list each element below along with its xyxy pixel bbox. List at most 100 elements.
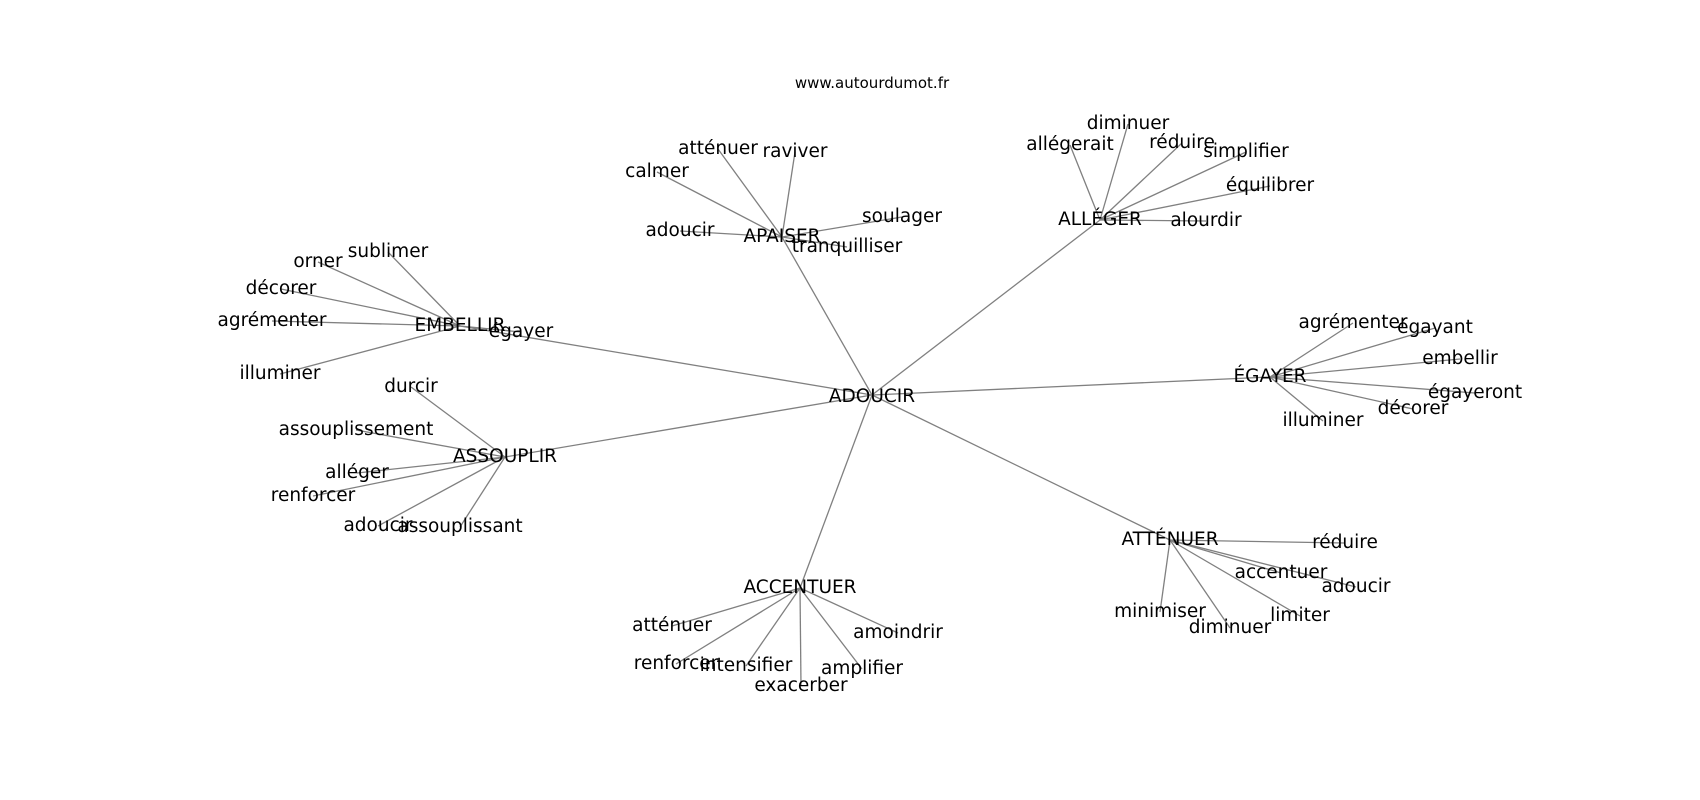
edge-attenuer-accentuer	[1169, 539, 1282, 574]
leaf-node-orner[interactable]: orner	[293, 251, 343, 272]
leaf-node-renforcer[interactable]: renforcer	[634, 653, 719, 674]
edge-egayer-embellir	[1269, 358, 1461, 378]
leaf-node-durcir[interactable]: durcir	[384, 376, 438, 397]
leaf-node-diminuer[interactable]: diminuer	[1087, 113, 1170, 134]
leaf-node-alourdir[interactable]: alourdir	[1170, 210, 1242, 231]
edge-egayer-egayant	[1269, 327, 1436, 378]
edge-center-assouplir	[504, 394, 873, 458]
hub-node-assouplir[interactable]: ASSOUPLIR	[453, 446, 557, 467]
leaf-node-amplifier[interactable]: amplifier	[821, 658, 903, 679]
edge-assouplir-alleger	[356, 456, 506, 474]
leaf-node-decorer[interactable]: décorer	[246, 278, 317, 299]
leaf-node-alleger[interactable]: alléger	[325, 462, 389, 483]
edge-center-accentuer	[799, 394, 873, 589]
graph-labels: www.autourdumot.fr ADOUCIR APAISER atténu…	[217, 74, 1522, 696]
leaf-node-agrementer[interactable]: agrémenter	[217, 310, 326, 331]
edge-alleger-allegerait	[1069, 144, 1101, 221]
leaf-node-adoucir[interactable]: adoucir	[1321, 576, 1390, 597]
edge-assouplir-assouplissement	[355, 429, 506, 458]
edge-assouplir-renforcer	[312, 456, 506, 497]
edge-accentuer-intensifier	[745, 587, 801, 667]
leaf-node-sublimer[interactable]: sublimer	[348, 241, 429, 262]
edge-embellir-decorer	[280, 288, 461, 327]
leaf-node-calmer[interactable]: calmer	[625, 161, 689, 182]
leaf-node-reduire[interactable]: réduire	[1312, 532, 1378, 553]
leaf-node-decorer[interactable]: décorer	[1378, 398, 1449, 419]
leaf-node-amoindrir[interactable]: amoindrir	[853, 622, 943, 643]
leaf-node-limiter[interactable]: limiter	[1270, 605, 1330, 626]
leaf-node-equilibrer[interactable]: équilibrer	[1226, 175, 1315, 196]
edge-egayer-decorer	[1269, 376, 1414, 410]
edge-center-alleger	[871, 219, 1101, 396]
hub-node-attenuer[interactable]: ATTÉNUER	[1121, 528, 1218, 550]
edge-attenuer-adoucir	[1169, 539, 1357, 588]
edge-attenuer-limiter	[1169, 539, 1301, 617]
leaf-node-intensifier[interactable]: intensifier	[700, 655, 793, 676]
leaf-node-attenuer[interactable]: atténuer	[678, 138, 758, 159]
leaf-node-tranquilliser[interactable]: tranquilliser	[792, 236, 903, 257]
hub-node-egayer[interactable]: ÉGAYER	[1233, 365, 1306, 387]
center-word-node[interactable]: ADOUCIR	[829, 386, 915, 407]
edge-accentuer-attenuer	[671, 587, 801, 627]
edge-alleger-equilibrer	[1099, 185, 1271, 221]
leaf-node-egayant[interactable]: égayant	[1397, 317, 1473, 338]
leaf-node-egayer[interactable]: égayer	[489, 321, 554, 342]
edge-embellir-illuminer	[279, 325, 461, 375]
leaf-node-embellir[interactable]: embellir	[1422, 348, 1498, 369]
edge-center-embellir	[459, 325, 873, 396]
leaf-node-diminuer[interactable]: diminuer	[1189, 617, 1272, 638]
graph-edges	[271, 123, 1476, 687]
leaf-node-minimiser[interactable]: minimiser	[1114, 601, 1206, 622]
leaf-node-illuminer[interactable]: illuminer	[1282, 410, 1363, 431]
edge-egayer-agrementer	[1269, 322, 1354, 378]
hub-node-apaiser[interactable]: APAISER	[743, 226, 820, 247]
leaf-node-reduire[interactable]: réduire	[1149, 132, 1215, 153]
hub-node-embellir[interactable]: EMBELLIR	[415, 315, 506, 336]
site-watermark[interactable]: www.autourdumot.fr	[795, 74, 950, 92]
edge-assouplir-durcir	[410, 386, 506, 458]
edge-accentuer-renforcer	[675, 587, 801, 665]
leaf-node-soulager[interactable]: soulager	[862, 206, 942, 227]
leaf-node-adoucir[interactable]: adoucir	[343, 515, 412, 536]
edge-embellir-sublimer	[387, 251, 461, 327]
edge-attenuer-reduire	[1169, 539, 1346, 544]
edge-center-attenuer	[871, 394, 1171, 541]
edge-center-apaiser	[781, 236, 873, 396]
leaf-node-agrementer[interactable]: agrémenter	[1298, 312, 1407, 333]
edge-apaiser-calmer	[656, 171, 783, 238]
edge-embellir-egayer	[459, 325, 522, 333]
edge-alleger-simplifier	[1099, 151, 1247, 221]
edge-egayer-illuminer	[1269, 376, 1324, 422]
leaf-node-assouplissement[interactable]: assouplissement	[279, 419, 434, 440]
edge-apaiser-tranquilliser	[781, 236, 848, 248]
hub-node-accentuer[interactable]: ACCENTUER	[743, 577, 856, 598]
hub-node-alleger[interactable]: ALLÉGER	[1058, 208, 1142, 230]
edge-assouplir-adoucir	[377, 456, 506, 527]
edge-alleger-diminuer	[1099, 123, 1129, 221]
edge-assouplir-assouplissant	[459, 456, 506, 528]
edge-apaiser-soulager	[781, 216, 903, 238]
edge-accentuer-exacerber	[799, 587, 802, 687]
leaf-node-assouplissant[interactable]: assouplissant	[397, 516, 522, 537]
edge-accentuer-amplifier	[799, 587, 863, 670]
edge-apaiser-attenuer	[717, 148, 783, 238]
leaf-node-accentuer[interactable]: accentuer	[1235, 562, 1328, 583]
leaf-node-allegerait[interactable]: allégerait	[1026, 134, 1113, 155]
leaf-node-exacerber[interactable]: exacerber	[754, 675, 848, 696]
leaf-node-renforcer[interactable]: renforcer	[271, 485, 356, 506]
leaf-node-adoucir[interactable]: adoucir	[645, 220, 714, 241]
edge-alleger-reduire	[1099, 142, 1183, 221]
leaf-node-simplifier[interactable]: simplifier	[1203, 141, 1289, 162]
edge-attenuer-minimiser	[1159, 539, 1171, 613]
leaf-node-egayeront[interactable]: égayeront	[1428, 382, 1522, 403]
edge-alleger-alourdir	[1099, 219, 1207, 222]
edge-apaiser-adoucir	[679, 230, 783, 238]
edge-embellir-agrementer	[271, 320, 461, 327]
edge-embellir-orner	[317, 261, 461, 327]
edge-attenuer-diminuer	[1169, 539, 1231, 629]
leaf-node-illuminer[interactable]: illuminer	[239, 363, 320, 384]
edge-egayer-egayeront	[1269, 376, 1476, 394]
leaf-node-attenuer[interactable]: atténuer	[632, 615, 712, 636]
leaf-node-raviver[interactable]: raviver	[763, 141, 828, 162]
